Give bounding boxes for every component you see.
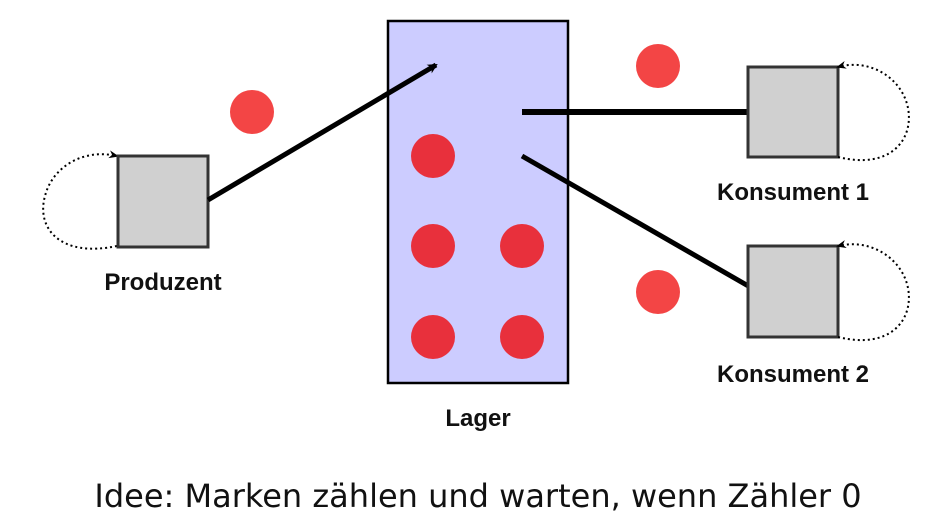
storage-token bbox=[411, 224, 455, 268]
consumer1-box bbox=[746, 65, 840, 159]
producer-label: Produzent bbox=[104, 269, 221, 296]
token-in-transit bbox=[230, 90, 274, 134]
producer-loop-arrow bbox=[42, 150, 119, 250]
consumer2-box bbox=[746, 244, 840, 339]
storage-token bbox=[411, 134, 455, 178]
storage-token bbox=[500, 224, 544, 268]
consumer2-label: Konsument 2 bbox=[717, 361, 869, 388]
storage-token bbox=[411, 315, 455, 359]
consumer1-label: Konsument 1 bbox=[717, 179, 869, 206]
storage-token bbox=[500, 315, 544, 359]
producer-box bbox=[116, 154, 210, 249]
caption: Idee: Marken zählen und warten, wenn Zäh… bbox=[94, 477, 861, 515]
token-in-transit bbox=[636, 44, 680, 88]
consumer1-loop-arrow bbox=[836, 60, 910, 162]
storage-label: Lager bbox=[445, 405, 510, 432]
consumer2-loop-arrow bbox=[836, 240, 910, 342]
token-in-transit bbox=[636, 270, 680, 314]
producer-to-storage-arrow bbox=[206, 62, 438, 203]
storage-to-consumer2-arrow bbox=[520, 153, 759, 294]
